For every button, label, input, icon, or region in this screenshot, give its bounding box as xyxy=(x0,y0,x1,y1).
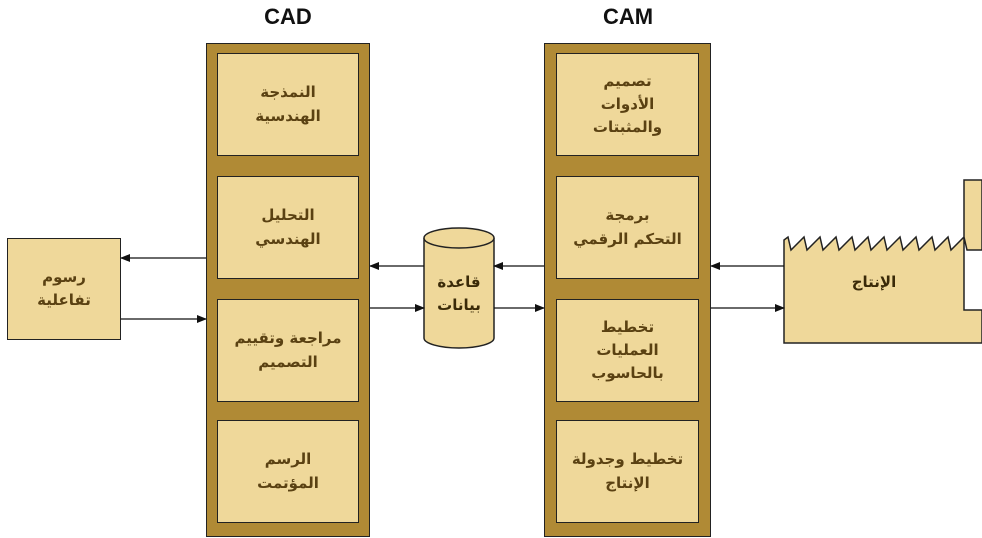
database-cylinder xyxy=(423,227,495,349)
production-label: الإنتاج xyxy=(851,273,897,292)
cam-box-production-scheduling: تخطيط وجدولة الإنتاج xyxy=(556,420,699,523)
cad-box-engineering-analysis: التحليل الهندسي xyxy=(217,176,359,279)
cad-box-automated-drafting: الرسم المؤتمت xyxy=(217,420,359,523)
cam-box-nc-programming: برمجة التحكم الرقمي xyxy=(556,176,699,279)
production-factory xyxy=(783,179,982,344)
cad-box-geometric-modeling: النمذجة الهندسية xyxy=(217,53,359,156)
database-label: قاعدة بيانات xyxy=(437,272,481,314)
cam-title: CAM xyxy=(602,4,654,29)
cad-title: CAD xyxy=(264,4,312,29)
cad-box-design-review: مراجعة وتقييم التصميم xyxy=(217,299,359,402)
cam-box-process-planning: تخطيط العمليات بالحاسوب xyxy=(556,299,699,402)
cam-box-tool-fixture-design: تصميم الأدوات والمثبتات xyxy=(556,53,699,156)
interactive-graphics-box: رسوم تفاعلية xyxy=(7,238,121,340)
